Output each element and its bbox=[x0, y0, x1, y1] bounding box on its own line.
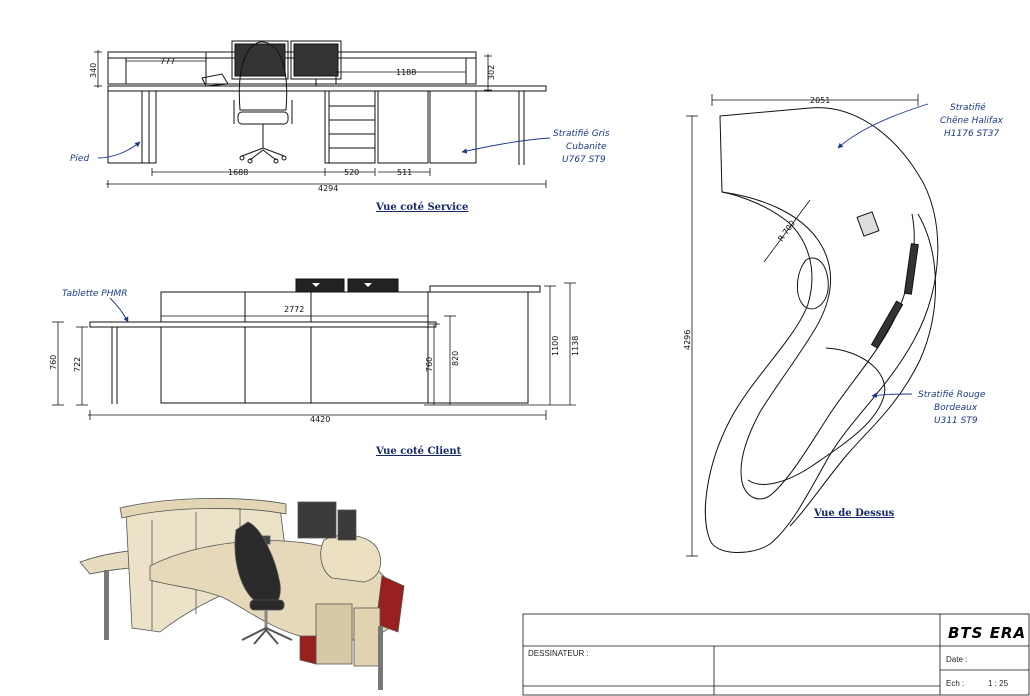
dim-820: 820 bbox=[451, 351, 460, 366]
service-worktop bbox=[107, 85, 547, 92]
top-counter-edge bbox=[789, 213, 937, 527]
client-base-front bbox=[160, 326, 429, 404]
chene-leader bbox=[837, 103, 929, 149]
dim-760-right: 760 bbox=[425, 357, 434, 372]
dim-4294: 4294 bbox=[318, 184, 338, 193]
note-gris-3: U767 ST9 bbox=[562, 155, 606, 165]
dim-760-left: 760 bbox=[49, 355, 58, 370]
dim-511: 511 bbox=[397, 168, 412, 177]
service-left-panel bbox=[107, 90, 157, 164]
title-block-brand: BTS ERA bbox=[948, 624, 1026, 642]
dim-722: 722 bbox=[73, 357, 82, 372]
note-rouge-3: U311 ST9 bbox=[934, 416, 978, 426]
top-chair bbox=[797, 257, 829, 310]
rouge-leader bbox=[871, 392, 913, 398]
note-chene-1: Stratifié bbox=[950, 102, 986, 113]
dim-r700: R 700 bbox=[776, 219, 797, 243]
top-inner-contour bbox=[721, 191, 915, 500]
dim-520: 520 bbox=[344, 168, 359, 177]
note-rouge-2: Bordeaux bbox=[934, 403, 978, 413]
tablette-leader bbox=[109, 297, 129, 323]
note-gris-1: Stratifié Gris bbox=[553, 128, 610, 139]
dim-1100: 1100 bbox=[551, 336, 560, 356]
top-dimensions bbox=[686, 94, 919, 557]
dim-302: 302 bbox=[487, 65, 496, 80]
top-phone bbox=[856, 211, 880, 237]
title-block-scale-label: Ech : bbox=[946, 679, 964, 688]
service-chair bbox=[233, 41, 293, 164]
dim-1688: 1688 bbox=[228, 168, 248, 177]
note-chene-2: Chêne Halifax bbox=[940, 115, 1004, 126]
dim-1188: 1188 bbox=[396, 68, 416, 77]
top-client-tablette bbox=[747, 347, 886, 485]
note-tablette: Tablette PHMR bbox=[62, 289, 128, 299]
note-rouge-1: Stratifié Rouge bbox=[918, 389, 986, 400]
dim-4420: 4420 bbox=[310, 415, 330, 424]
dim-2051: 2051 bbox=[810, 96, 830, 105]
view-client bbox=[52, 278, 576, 420]
service-cabinet-left bbox=[377, 90, 429, 164]
service-dimensions bbox=[94, 50, 547, 188]
service-cabinet-right bbox=[429, 90, 477, 164]
client-dimensions bbox=[52, 282, 576, 420]
service-phone bbox=[201, 73, 229, 87]
client-monitor-left bbox=[295, 278, 345, 293]
view-top bbox=[686, 94, 939, 557]
service-monitor-1 bbox=[231, 40, 289, 80]
view-title-client: Vue coté Client bbox=[375, 446, 462, 457]
title-block bbox=[522, 613, 1030, 696]
client-right-block bbox=[427, 291, 529, 404]
top-outer-contour bbox=[704, 107, 939, 554]
service-drawer-pedestal bbox=[324, 90, 376, 164]
pied-leader bbox=[97, 141, 141, 159]
client-tablette bbox=[89, 321, 437, 328]
title-block-date-label: Date : bbox=[946, 655, 967, 664]
gris-leader bbox=[461, 137, 551, 154]
view-service bbox=[94, 40, 547, 188]
dim-777: 777 bbox=[160, 57, 175, 66]
title-block-designer-label: DESSINATEUR : bbox=[528, 649, 589, 658]
view-title-service: Vue coté Service bbox=[375, 202, 468, 213]
render-chair bbox=[234, 521, 293, 645]
dim-4296: 4296 bbox=[683, 330, 692, 350]
note-gris-2: Cubanite bbox=[566, 142, 607, 152]
service-upper-counter bbox=[107, 51, 477, 85]
dim-2772: 2772 bbox=[284, 305, 304, 314]
top-monitor-1 bbox=[903, 243, 919, 295]
note-pied: Pied bbox=[70, 154, 89, 164]
view-title-top: Vue de Dessus bbox=[813, 508, 895, 519]
dim-340: 340 bbox=[89, 63, 98, 78]
render-3d bbox=[79, 498, 405, 690]
dim-1138: 1138 bbox=[571, 336, 580, 356]
top-monitor-2 bbox=[870, 300, 904, 349]
note-chene-3: H1176 ST37 bbox=[944, 129, 999, 139]
client-right-counter bbox=[429, 285, 541, 293]
client-monitor-right bbox=[347, 278, 399, 293]
title-block-scale-value: 1 : 25 bbox=[988, 679, 1009, 688]
